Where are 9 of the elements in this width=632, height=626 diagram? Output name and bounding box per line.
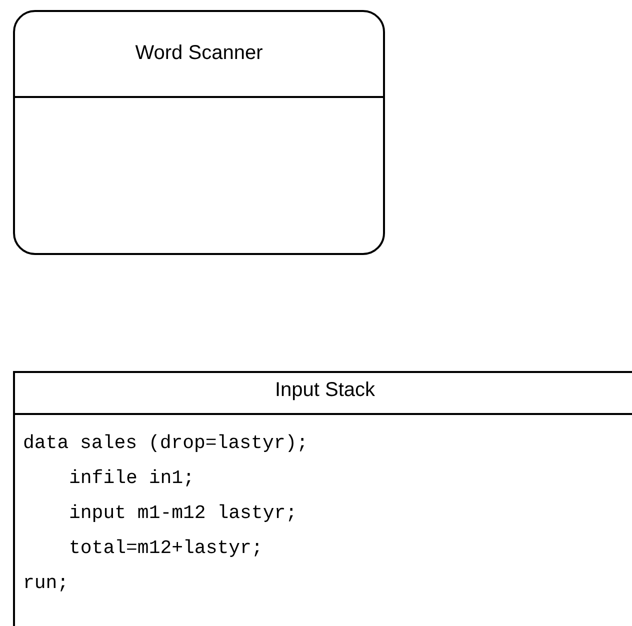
code-line: input m1-m12 lastyr; (69, 502, 298, 524)
code-line: run; (23, 572, 69, 594)
box-title: Word Scanner (135, 41, 263, 66)
state-box (13, 10, 385, 255)
code-line: infile in1; (69, 467, 194, 489)
box-title: Input Stack (274, 378, 376, 403)
code-line: data sales (drop=lastyr); (23, 432, 308, 454)
stack-panel (13, 371, 632, 626)
code-line: total=m12+lastyr; (69, 537, 263, 559)
